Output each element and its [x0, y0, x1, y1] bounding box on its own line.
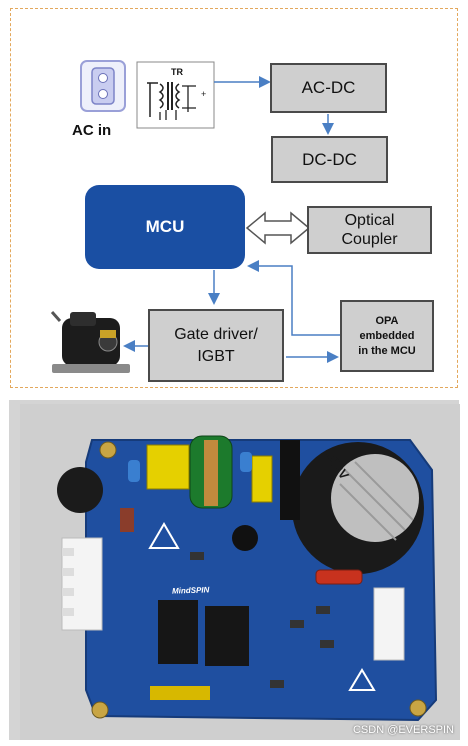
- pcb-photo-graphics: [9, 400, 460, 740]
- ac-dc-block: AC-DC: [270, 63, 387, 113]
- opa-line2: embedded: [359, 329, 415, 342]
- transformer-label: TR: [171, 67, 183, 77]
- svg-text:+: +: [201, 89, 206, 99]
- ic-chip-2: [205, 606, 249, 666]
- mcu-block: MCU: [85, 185, 245, 269]
- ic-chip-1: [158, 600, 198, 664]
- dc-dc-block: DC-DC: [271, 136, 388, 183]
- compressor-icon: [50, 311, 130, 373]
- gate-driver-block: Gate driver/ IGBT: [148, 309, 284, 382]
- opa-line1: OPA: [375, 314, 399, 327]
- ac-dc-label: AC-DC: [301, 78, 356, 97]
- mcu-label: MCU: [145, 217, 185, 236]
- gate-driver-line2: IGBT: [197, 347, 235, 365]
- opa-line3: in the MCU: [358, 344, 416, 357]
- bidirectional-arrow-icon: [245, 211, 311, 245]
- ac-in-label: AC in: [72, 122, 112, 139]
- gate-driver-line1: Gate driver/: [174, 325, 258, 343]
- optical-coupler-line1: Optical: [344, 212, 395, 229]
- opa-block: OPA embedded in the MCU: [340, 300, 434, 372]
- ac-outlet-icon: [80, 60, 126, 112]
- connector-right: [373, 587, 405, 661]
- flow-arrows: [123, 76, 340, 363]
- block-diagram-frame: [10, 8, 458, 388]
- optical-coupler-line2: Coupler: [341, 231, 398, 248]
- x-capacitor: [146, 444, 190, 490]
- optical-coupler-block: Optical Coupler: [307, 206, 432, 254]
- board-brand-label: MindSPIN: [171, 585, 210, 596]
- dc-dc-label: DC-DC: [302, 149, 357, 169]
- arrow-opa-to-mcu: [247, 260, 340, 336]
- transformer-icon: +: [136, 61, 215, 129]
- watermark: CSDN @EVERSPIN: [352, 724, 454, 736]
